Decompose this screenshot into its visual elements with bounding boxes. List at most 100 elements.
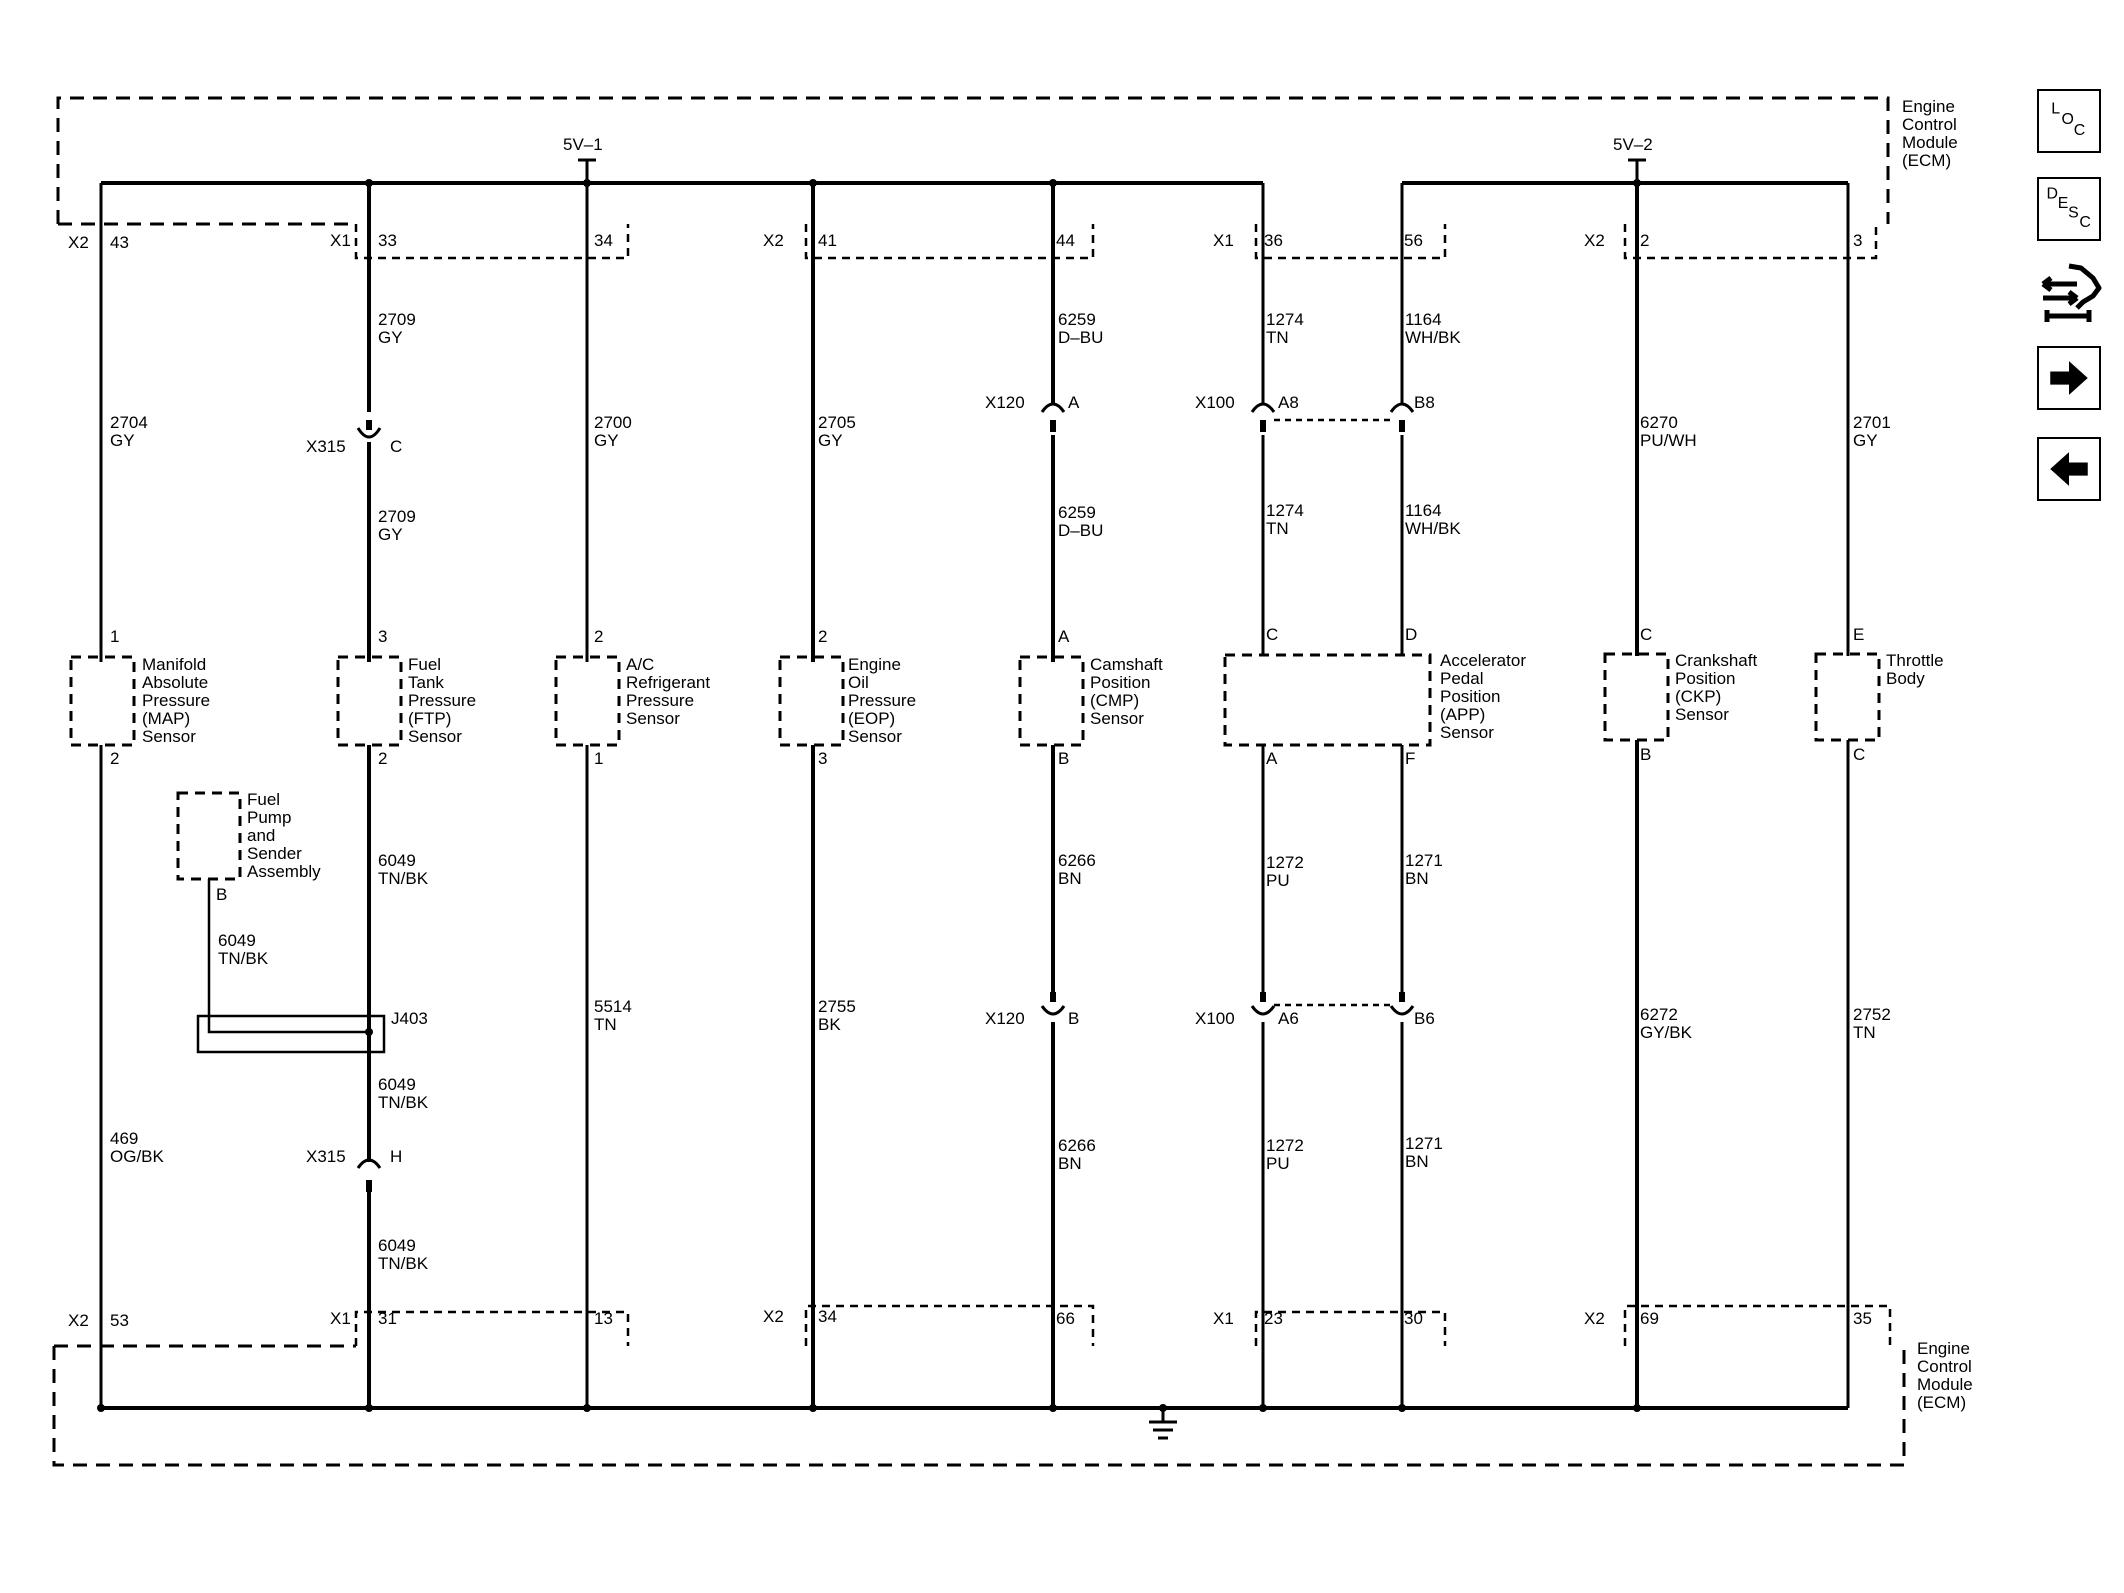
text-line: TN bbox=[1266, 328, 1289, 347]
text-line: Pressure bbox=[408, 691, 476, 710]
supply-5v1-label: 5V–1 bbox=[563, 135, 603, 154]
desc-letter: C bbox=[2079, 214, 2091, 231]
text-line: 2704 bbox=[110, 413, 148, 432]
text-line: GY bbox=[378, 525, 403, 544]
ecm-pin: 2 bbox=[1640, 231, 1649, 250]
location-button[interactable]: L O C bbox=[2037, 89, 2101, 153]
text-line: TN/BK bbox=[378, 869, 429, 888]
text-line: WH/BK bbox=[1405, 328, 1461, 347]
text-line: Sensor bbox=[1440, 723, 1494, 742]
text-line: 1164 bbox=[1405, 310, 1442, 329]
x120-label: X120 bbox=[985, 393, 1025, 412]
text-line: Refrigerant bbox=[626, 673, 710, 692]
loc-letter: C bbox=[2074, 122, 2086, 139]
sensor-pin: D bbox=[1405, 625, 1417, 644]
text-line: BN bbox=[1058, 1154, 1082, 1173]
text-line: PU bbox=[1266, 871, 1290, 890]
text-line: Engine bbox=[1902, 97, 1955, 116]
ecm-connector-x2: X2 bbox=[68, 1311, 89, 1330]
ecm-pin: 13 bbox=[594, 1309, 613, 1328]
ecm-pin: 33 bbox=[378, 231, 397, 250]
text-line: 2705 bbox=[818, 413, 856, 432]
sensor-pin: B bbox=[1640, 745, 1651, 764]
diagnostic-tools-icon[interactable] bbox=[2037, 258, 2103, 332]
ecm-connector-x2: X2 bbox=[68, 233, 89, 252]
x100-label: X100 bbox=[1195, 1009, 1235, 1028]
text-line: and bbox=[247, 826, 275, 845]
sensor-pin: C bbox=[1266, 625, 1278, 644]
sensor-pin: 3 bbox=[818, 749, 827, 768]
x100-pin-b8: B8 bbox=[1414, 393, 1435, 412]
x315-pin-c: C bbox=[390, 437, 402, 456]
ecm-bottom-box bbox=[52, 1346, 1906, 1467]
sensor-pin: C bbox=[1640, 625, 1652, 644]
text-line: 1272 bbox=[1266, 1136, 1304, 1155]
text-line: BK bbox=[818, 1015, 841, 1034]
sensor-pin: 1 bbox=[110, 627, 119, 646]
ecm-pin: 30 bbox=[1404, 1309, 1423, 1328]
text-line: TN/BK bbox=[378, 1254, 429, 1273]
sensor-pin: 2 bbox=[110, 749, 119, 768]
text-line: Engine bbox=[848, 655, 901, 674]
text-line: 469 bbox=[110, 1129, 138, 1148]
text-line: (MAP) bbox=[142, 709, 190, 728]
desc-letter: S bbox=[2068, 204, 2079, 221]
text-line: Absolute bbox=[142, 673, 208, 692]
text-line: (EOP) bbox=[848, 709, 895, 728]
text-line: D–BU bbox=[1058, 521, 1103, 540]
vertical-wires bbox=[99, 183, 1850, 1408]
text-line: TN/BK bbox=[378, 1093, 429, 1112]
text-line: Camshaft bbox=[1090, 655, 1163, 674]
ecm-pin: 34 bbox=[594, 231, 613, 250]
text-line: Sender bbox=[247, 844, 302, 863]
text-line: WH/BK bbox=[1405, 519, 1461, 538]
x315-label: X315 bbox=[306, 1147, 346, 1166]
text-line: BN bbox=[1058, 869, 1082, 888]
text-line: (FTP) bbox=[408, 709, 451, 728]
text-line: TN bbox=[1266, 519, 1289, 538]
text-line: BN bbox=[1405, 869, 1429, 888]
text-line: 2709 bbox=[378, 507, 416, 526]
text-line: Accelerator bbox=[1440, 651, 1526, 670]
back-button[interactable] bbox=[2037, 437, 2101, 501]
text-line: Manifold bbox=[142, 655, 206, 674]
text-line: 2709 bbox=[378, 310, 416, 329]
text-line: Fuel bbox=[247, 790, 280, 809]
text-line: Control bbox=[1902, 115, 1957, 134]
ecm-connector-x1: X1 bbox=[1213, 1309, 1234, 1328]
text-line: Crankshaft bbox=[1675, 651, 1757, 670]
arrow-right-icon bbox=[2050, 361, 2088, 395]
x100-pin-a8: A8 bbox=[1278, 393, 1299, 412]
text-line: 6266 bbox=[1058, 851, 1096, 870]
text-line: Position bbox=[1675, 669, 1735, 688]
next-button[interactable] bbox=[2037, 346, 2101, 410]
ecm-connector-x2: X2 bbox=[1584, 231, 1605, 250]
sensor-pin: 2 bbox=[594, 627, 603, 646]
text-line: Throttle bbox=[1886, 651, 1944, 670]
text-line: 6270 bbox=[1640, 413, 1678, 432]
text-line: TN/BK bbox=[218, 949, 269, 968]
ecm-pin: 41 bbox=[818, 231, 837, 250]
sensor-pin: A bbox=[1058, 627, 1070, 646]
ecm-pin: 35 bbox=[1853, 1309, 1872, 1328]
ecm-connector-x1: X1 bbox=[330, 231, 351, 250]
sensor-pin: C bbox=[1853, 745, 1865, 764]
x315-label: X315 bbox=[306, 437, 346, 456]
text-line: GY bbox=[110, 431, 135, 450]
j403-label: J403 bbox=[391, 1009, 428, 1028]
description-button[interactable]: D E S C bbox=[2037, 177, 2101, 241]
text-line: 6049 bbox=[378, 851, 416, 870]
text-line: 6049 bbox=[378, 1236, 416, 1255]
sensor-pin: E bbox=[1853, 625, 1864, 644]
x120-pin-b: B bbox=[1068, 1009, 1079, 1028]
text-line: Pressure bbox=[142, 691, 210, 710]
